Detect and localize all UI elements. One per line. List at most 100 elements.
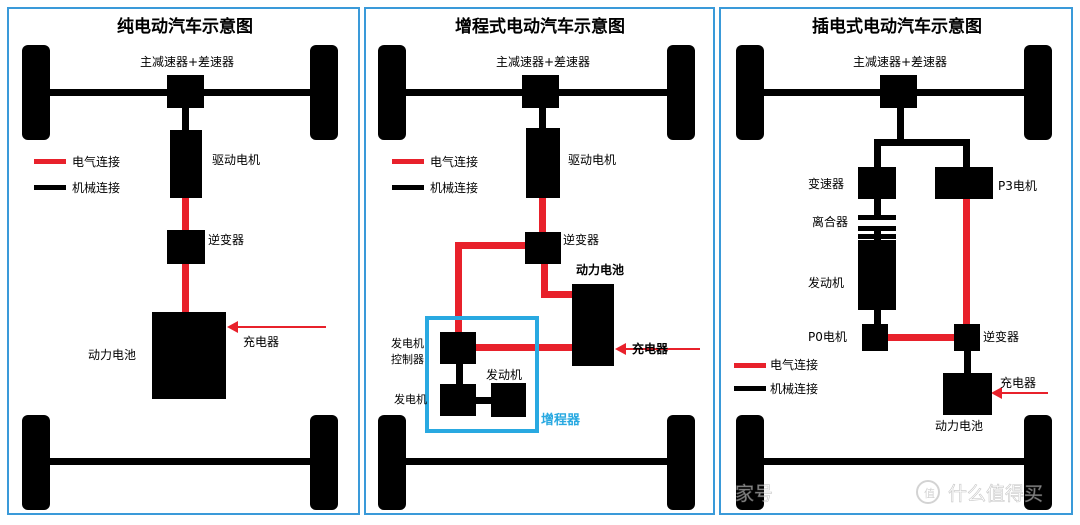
generator-controller-block [440,332,476,364]
elec-link-inverter-left [457,242,527,249]
legend-electric-swatch [734,363,766,368]
wheel-front-left [736,45,764,140]
elec-link-down-to-controller [455,242,462,337]
label-p3-motor: P3电机 [998,179,1037,193]
clutch-plate-mid [858,226,896,231]
mech-link-to-p3 [963,139,970,167]
mech-link-to-transmission [874,139,881,167]
label-charger: 充电器 [1000,375,1036,390]
mech-link-drive [897,108,904,142]
wheel-rear-right [310,415,338,510]
label-charger: 充电器 [632,341,669,356]
panel-title: 增程式电动汽车示意图 [455,16,625,37]
range-extender-box [425,316,539,433]
label-engine: 发动机 [808,275,844,290]
generator-block [440,384,476,416]
panel-pure-ev: 纯电动汽车示意图 主减速器+差速器 驱动电机 逆变器 动力电池 充电器 电气连接… [7,7,360,515]
wheel-front-right [310,45,338,140]
label-battery: 动力电池 [88,348,136,362]
panel-title: 插电式电动汽车示意图 [812,16,982,37]
label-inverter: 逆变器 [563,232,599,247]
legend-electric-label: 电气连接 [72,154,120,169]
wheel-front-right [1024,45,1052,140]
wheel-front-right [667,45,695,140]
label-inverter: 逆变器 [983,329,1019,344]
inverter-block [525,232,561,264]
elec-link-inverter-down [541,264,548,296]
wheel-rear-right [1024,415,1052,510]
wheel-rear-left [378,415,406,510]
mech-link-generator-engine [476,397,491,404]
label-drive-motor: 驱动电机 [568,153,616,167]
drive-motor-block [526,128,560,198]
engine-block [858,240,896,310]
label-final-drive: 主减速器+差速器 [140,55,234,69]
panel-range-extended-ev: 增程式电动汽车示意图 主减速器+差速器 驱动电机 逆变器 [364,7,715,515]
label-charger: 充电器 [243,334,279,349]
mech-link-inverter-battery [964,351,971,373]
legend-mechanical-swatch [34,185,66,190]
legend-electric-label: 电气连接 [770,357,818,372]
label-final-drive: 主减速器+差速器 [853,55,947,69]
label-generator-controller-line2: 控制器 [391,352,424,366]
legend-electric-label: 电气连接 [430,154,478,169]
clutch-plate-top [858,215,896,220]
final-drive-block [880,75,917,108]
label-battery: 动力电池 [576,262,624,277]
rear-axle [406,458,667,465]
label-p0-motor: P0电机 [808,330,847,344]
p0-motor-block [862,324,888,351]
charger-arrow-head [615,343,626,355]
wheel-front-left [378,45,406,140]
label-drive-motor: 驱动电机 [212,153,260,167]
charger-arrow-head [227,321,238,333]
legend-mechanical-label: 机械连接 [770,381,818,396]
battery-block [152,312,226,399]
elec-link-controller-battery [475,344,572,351]
label-range-extender: 增程器 [541,412,581,428]
p3-motor-block [935,167,993,199]
label-generator: 发电机 [394,392,427,406]
label-clutch: 离合器 [812,214,848,229]
wheel-rear-left [736,415,764,510]
elec-link-to-battery [541,291,573,298]
elec-link-p0-inverter [886,334,954,341]
rear-axle [764,458,1024,465]
final-drive-block [522,75,559,108]
mech-link-branch [874,139,967,146]
mech-link-drive [539,108,546,128]
legend-mechanical-swatch [734,386,766,391]
rear-axle [50,458,310,465]
engine-block [491,383,526,417]
watermark-right: 什么值得买 [948,483,1043,505]
final-drive-block [167,75,204,108]
label-engine: 发动机 [486,367,522,382]
watermark-logo-icon [916,480,940,504]
mech-link-transmission-clutch [874,199,881,215]
legend-mechanical-swatch [392,185,424,190]
watermark-logo-glyph: 值 [924,487,935,500]
wheel-rear-right [667,415,695,510]
battery-block [943,373,992,415]
inverter-block [167,230,205,264]
elec-link-motor-inverter [182,198,189,230]
transmission-block [858,167,896,199]
label-inverter: 逆变器 [208,232,244,247]
label-generator-controller-line1: 发电机 [391,336,424,350]
wheel-rear-left [22,415,50,510]
legend-mechanical-label: 机械连接 [430,180,478,195]
elec-link-p3-inverter [963,199,970,324]
charger-arrow-head [991,387,1002,399]
drive-motor-block [170,130,202,198]
label-final-drive: 主减速器+差速器 [496,55,590,69]
clutch-plate-bottom [858,234,896,239]
mech-link-drive [182,108,189,130]
watermark-left: 家号 [735,483,773,505]
panel-plug-in-hybrid-ev: 插电式电动汽车示意图 主减速器+差速器 [719,7,1073,515]
panel-title: 纯电动汽车示意图 [117,16,253,37]
legend-electric-swatch [34,159,66,164]
label-battery: 动力电池 [935,419,983,433]
elec-link-motor-inverter [539,198,546,232]
